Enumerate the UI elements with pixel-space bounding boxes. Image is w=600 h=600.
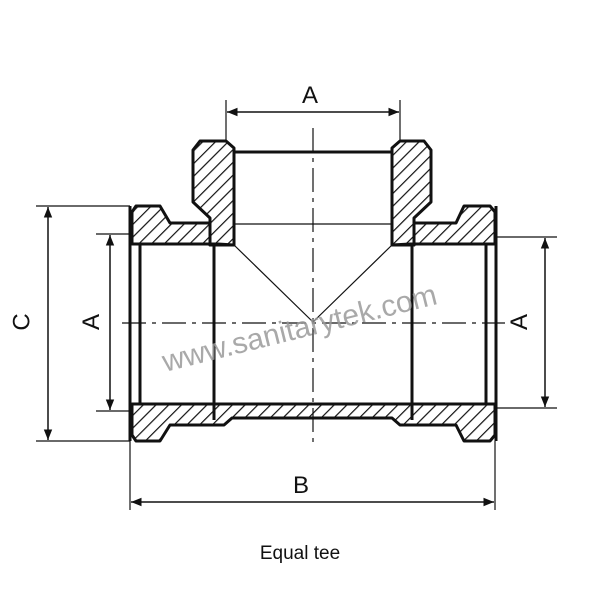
dimension-arrows <box>43 107 550 507</box>
caption: Equal tee <box>259 543 341 564</box>
label-right-a: A <box>506 313 534 331</box>
label-top-a: A <box>302 82 319 109</box>
tee-body-section <box>130 139 497 443</box>
watermark: www.sanitarytek.com <box>158 278 440 378</box>
label-b: B <box>293 472 310 499</box>
center-lines <box>122 128 505 445</box>
extension-lines <box>36 100 557 510</box>
label-left-a: A <box>78 313 106 331</box>
label-c: C <box>8 313 36 331</box>
